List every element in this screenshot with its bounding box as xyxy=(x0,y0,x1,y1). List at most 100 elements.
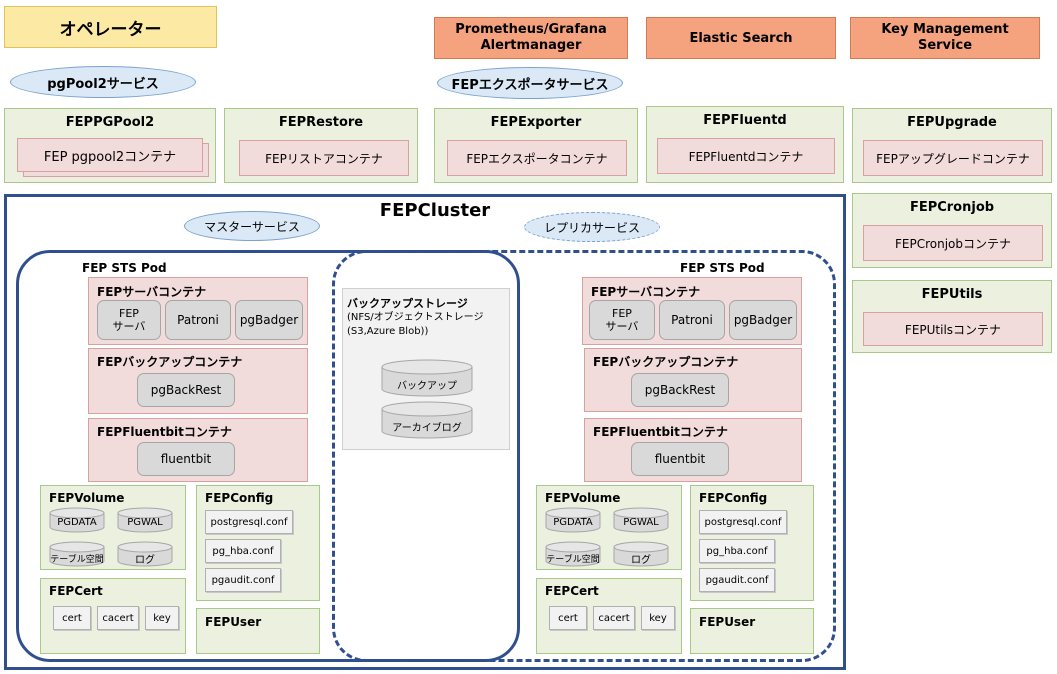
left-tablespace-cylinder: テーブル空間 xyxy=(49,541,105,567)
right-fep-server-label: FEP サーバ xyxy=(605,307,639,333)
backup-cylinder-label: バックアップ xyxy=(397,381,457,392)
left-fepvolume: FEPVolume PGDATA PGWAL テーブル空間 ログ xyxy=(40,485,186,570)
feprestore-box: FEPRestore FEPリストアコンテナ xyxy=(224,108,418,183)
left-cacert-label: cacert xyxy=(102,612,134,624)
fepfluentd-box: FEPFluentd FEPFluentdコンテナ xyxy=(646,106,844,183)
left-cert-file: cert xyxy=(53,606,91,630)
pgpool2-container: FEP pgpool2コンテナ xyxy=(17,138,203,172)
storage-title: バックアップストレージ xyxy=(347,297,468,310)
pgpool2-service: pgPool2サービス xyxy=(10,66,196,98)
right-fep-server: FEP サーバ xyxy=(589,300,655,340)
exporter-container-label: FEPエクスポータコンテナ xyxy=(466,151,608,166)
left-server-title: FEPサーバコンテナ xyxy=(97,285,207,299)
right-cert-file: cert xyxy=(549,606,587,630)
left-fepconfig-title: FEPConfig xyxy=(205,491,274,505)
right-fepconfig-title: FEPConfig xyxy=(699,491,768,505)
fluentd-container-label: FEPFluentdコンテナ xyxy=(688,149,804,164)
left-fepcert: FEPCert cert cacert key xyxy=(40,578,186,654)
left-fluentbit: fluentbit xyxy=(137,442,235,476)
upgrade-container-label: FEPアップグレードコンテナ xyxy=(876,151,1030,166)
kms-box: Key Management Service xyxy=(850,17,1040,59)
right-fepvolume-title: FEPVolume xyxy=(545,491,621,505)
right-server-container: FEPサーバコンテナ FEP サーバ Patroni pgBadger xyxy=(582,277,802,345)
right-patroni: Patroni xyxy=(659,300,725,340)
right-fepcert-title: FEPCert xyxy=(545,584,599,598)
left-pgwal-label: PGWAL xyxy=(127,517,163,528)
right-postgresql-conf-label: postgresql.conf xyxy=(704,516,782,528)
left-fepcert-title: FEPCert xyxy=(49,584,103,598)
left-pod-title: FEP STS Pod xyxy=(82,261,167,275)
right-pgaudit-conf: pgaudit.conf xyxy=(699,568,775,592)
left-cacert-file: cacert xyxy=(97,606,139,630)
prometheus-box: Prometheus/Grafana Alertmanager xyxy=(434,17,628,59)
feputils-box: FEPUtils FEPUtilsコンテナ xyxy=(852,280,1052,353)
left-backup-container: FEPバックアップコンテナ pgBackRest xyxy=(88,348,308,414)
left-postgresql-conf-label: postgresql.conf xyxy=(210,516,288,528)
left-postgresql-conf: postgresql.conf xyxy=(205,510,293,534)
pgpool2-container-label: FEP pgpool2コンテナ xyxy=(43,149,177,165)
right-fluentbit-label: fluentbit xyxy=(654,452,706,466)
right-pghba-conf: pg_hba.conf xyxy=(699,539,775,563)
right-cacert-file: cacert xyxy=(593,606,635,630)
right-pgwal-cylinder: PGWAL xyxy=(613,507,669,533)
right-fluentbit-container: FEPFluentbitコンテナ fluentbit xyxy=(584,418,802,482)
master-service-label: マスターサービス xyxy=(204,219,300,234)
right-backup-title: FEPバックアップコンテナ xyxy=(593,355,739,369)
feprestore-title: FEPRestore xyxy=(278,115,364,130)
fepupgrade-box: FEPUpgrade FEPアップグレードコンテナ xyxy=(852,108,1052,183)
left-fep-server-label: FEP サーバ xyxy=(112,307,146,333)
right-patroni-label: Patroni xyxy=(671,313,713,327)
fepcluster-box xyxy=(4,194,846,670)
archive-cylinder-label: アーカイブログ xyxy=(392,423,462,434)
left-pgdata-label: PGDATA xyxy=(57,517,97,528)
left-fepuser: FEPUser xyxy=(196,608,320,654)
left-pgwal-cylinder: PGWAL xyxy=(117,507,173,533)
right-tablespace-cylinder: テーブル空間 xyxy=(545,541,601,567)
feputils-title: FEPUtils xyxy=(921,287,983,302)
left-key-file: key xyxy=(145,606,179,630)
left-patroni: Patroni xyxy=(165,300,231,340)
operator-label: オペレーター xyxy=(59,19,162,40)
utils-container: FEPUtilsコンテナ xyxy=(863,312,1043,346)
right-pgdata-cylinder: PGDATA xyxy=(545,507,601,533)
replica-service: レプリカサービス xyxy=(524,212,660,242)
exporter-service-label: FEPエクスポータサービス xyxy=(451,77,609,93)
elastic-box: Elastic Search xyxy=(646,17,836,59)
left-key-label: key xyxy=(153,612,171,624)
left-log-cylinder: ログ xyxy=(117,541,173,567)
right-pgaudit-conf-label: pgaudit.conf xyxy=(705,574,769,586)
right-fepconfig: FEPConfig postgresql.conf pg_hba.conf pg… xyxy=(690,485,814,601)
left-pgbackrest-label: pgBackRest xyxy=(150,383,222,397)
left-pgaudit-conf-label: pgaudit.conf xyxy=(211,574,275,586)
left-fluentbit-label: fluentbit xyxy=(160,452,212,466)
right-pghba-conf-label: pg_hba.conf xyxy=(706,545,768,557)
right-fepvolume: FEPVolume PGDATA PGWAL テーブル空間 ログ xyxy=(536,485,682,570)
right-tablespace-label: テーブル空間 xyxy=(546,555,600,565)
left-pgbadger-label: pgBadger xyxy=(239,313,299,327)
left-fep-server: FEP サーバ xyxy=(97,300,161,340)
right-pgbadger: pgBadger xyxy=(729,300,797,340)
left-fluentbit-title: FEPFluentbitコンテナ xyxy=(97,425,232,439)
right-pgwal-label: PGWAL xyxy=(623,517,659,528)
fepupgrade-title: FEPUpgrade xyxy=(907,115,997,130)
right-pod-title: FEP STS Pod xyxy=(680,261,765,275)
fepcluster-title: FEPCluster xyxy=(379,200,491,221)
backup-cylinder: バックアップ xyxy=(381,359,473,397)
exporter-service: FEPエクスポータサービス xyxy=(437,67,623,99)
fepcronjob-box: FEPCronjob FEPCronjobコンテナ xyxy=(852,193,1052,268)
right-fluentbit: fluentbit xyxy=(631,442,729,476)
right-key-label: key xyxy=(649,612,667,624)
master-service: マスターサービス xyxy=(184,211,320,241)
restore-container-label: FEPリストアコンテナ xyxy=(265,151,383,166)
left-patroni-label: Patroni xyxy=(177,313,219,327)
left-backup-title: FEPバックアップコンテナ xyxy=(97,355,243,369)
pgpool2-service-label: pgPool2サービス xyxy=(47,76,159,92)
left-server-container: FEPサーバコンテナ FEP サーバ Patroni pgBadger xyxy=(88,277,308,345)
right-cacert-label: cacert xyxy=(598,612,630,624)
replica-pod-outline xyxy=(332,250,836,662)
right-pgbackrest-label: pgBackRest xyxy=(644,383,716,397)
exporter-container: FEPエクスポータコンテナ xyxy=(447,140,627,176)
right-fepuser-title: FEPUser xyxy=(699,615,756,629)
feppgpool2-title: FEPPGPool2 xyxy=(65,115,155,130)
elastic-label: Elastic Search xyxy=(689,30,793,46)
